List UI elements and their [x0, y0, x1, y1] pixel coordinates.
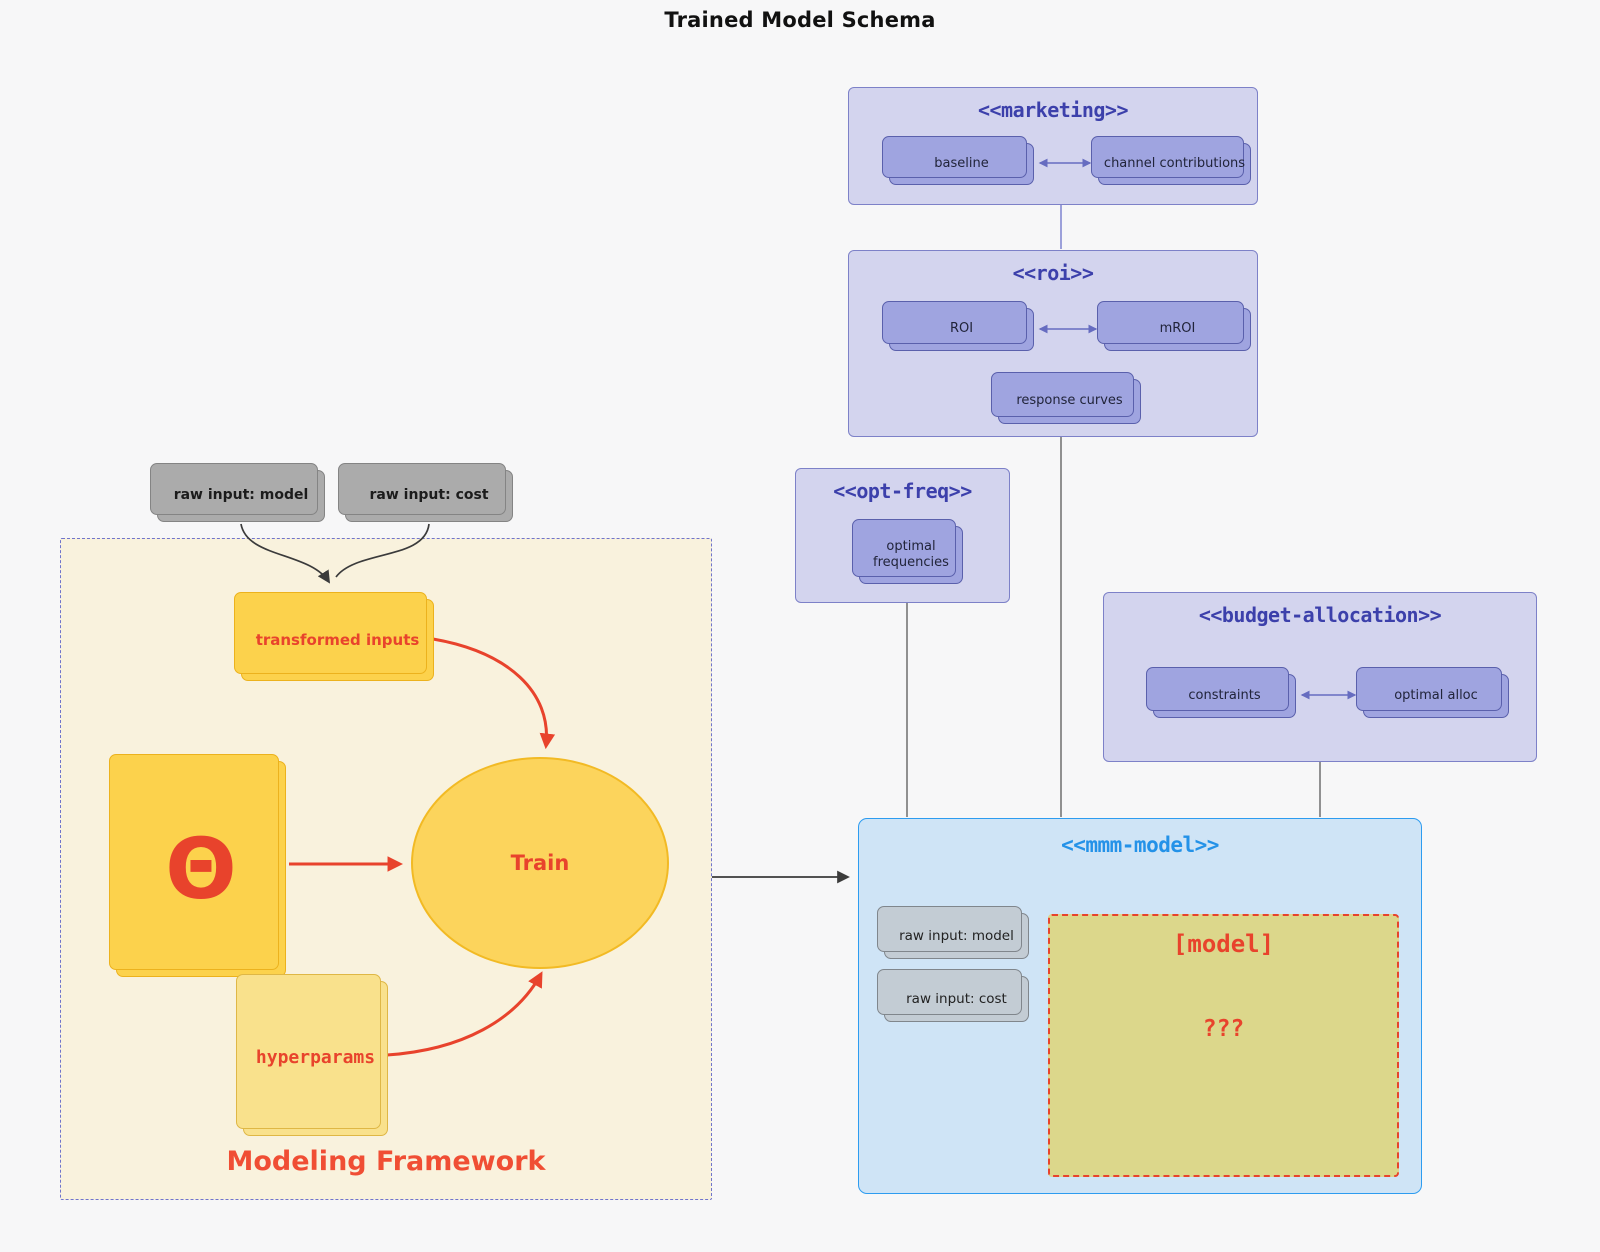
modeling-framework-container: transformed inputs Θ Train hyperparams M…: [60, 538, 712, 1200]
node-baseline: baseline: [882, 136, 1034, 185]
mmm-raw-input-model-label: raw input: model: [899, 927, 1014, 944]
node-optimal-alloc: optimal alloc: [1356, 667, 1509, 718]
raw-input-model-label: raw input: model: [173, 487, 309, 504]
marketing-container: <<marketing>> baseline channel contribut…: [848, 87, 1258, 205]
node-mmm-raw-input-model: raw input: model: [877, 906, 1029, 959]
node-channel-contributions: channel contributions: [1091, 136, 1251, 185]
node-mroi: mROI: [1097, 301, 1251, 351]
node-mmm-raw-input-cost: raw input: cost: [877, 969, 1029, 1022]
node-response-curves-label: response curves: [1016, 393, 1123, 409]
modeling-framework-label: Modeling Framework: [226, 1146, 546, 1177]
mmm-model-container: <<mmm-model>> raw input: model raw input…: [858, 818, 1422, 1194]
budget-allocation-container: <<budget-allocation>> constraints optima…: [1103, 592, 1537, 762]
roi-title: <<roi>>: [1012, 261, 1094, 285]
node-roi: ROI: [882, 301, 1034, 351]
model-dashed-box: [model] ???: [1048, 914, 1399, 1177]
model-box-placeholder: ???: [1202, 1016, 1245, 1042]
node-constraints-label: constraints: [1188, 687, 1261, 703]
node-transformed-inputs: transformed inputs: [234, 592, 434, 681]
node-train-label: Train: [510, 851, 570, 875]
node-optimal-frequencies: optimal frequencies: [852, 519, 963, 584]
node-train: Train: [411, 757, 669, 969]
opt-freq-container: <<opt-freq>> optimal frequencies: [795, 468, 1010, 603]
node-baseline-label: baseline: [934, 155, 989, 171]
mmm-raw-input-cost-label: raw input: cost: [906, 990, 1007, 1007]
node-mroi-label: mROI: [1159, 321, 1196, 337]
node-roi-label: ROI: [949, 321, 974, 337]
budget-allocation-title: <<budget-allocation>>: [1198, 603, 1442, 627]
theta-symbol: Θ: [165, 820, 237, 918]
node-optimal-frequencies-label: optimal frequencies: [873, 538, 949, 570]
node-constraints: constraints: [1146, 667, 1296, 718]
node-response-curves: response curves: [991, 372, 1141, 424]
roi-container: <<roi>> ROI mROI response curves: [848, 250, 1258, 437]
node-theta: Θ: [109, 754, 286, 977]
node-raw-input-cost-external: raw input: cost: [338, 463, 513, 522]
mmm-model-title: <<mmm-model>>: [1061, 833, 1219, 857]
node-hyperparams: hyperparams: [236, 974, 388, 1136]
marketing-title: <<marketing>>: [977, 98, 1129, 122]
node-transformed-inputs-label: transformed inputs: [255, 630, 420, 649]
opt-freq-title: <<opt-freq>>: [833, 479, 972, 503]
node-hyperparams-label: hyperparams: [255, 1047, 376, 1069]
model-box-title: [model]: [1172, 930, 1275, 958]
page-title: Trained Model Schema: [664, 8, 936, 32]
raw-input-cost-label: raw input: cost: [369, 487, 489, 504]
node-optimal-alloc-label: optimal alloc: [1394, 687, 1478, 703]
node-channel-contributions-label: channel contributions: [1103, 155, 1246, 171]
node-raw-input-model-external: raw input: model: [150, 463, 325, 522]
